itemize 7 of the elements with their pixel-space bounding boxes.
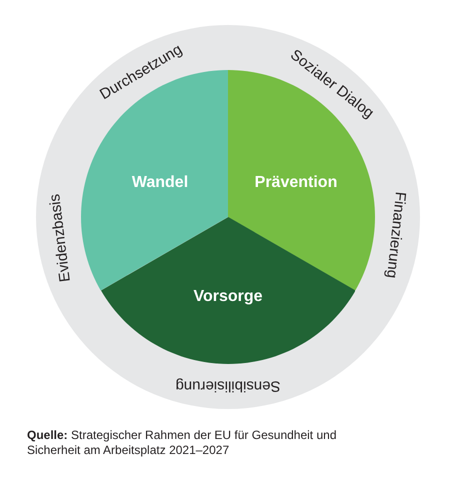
ring-label: Sensibilisierung — [175, 378, 281, 394]
ring-label: Finanzierung — [384, 190, 408, 279]
ring-label: Evidenzbasis — [47, 192, 74, 282]
segment-label: Prävention — [254, 175, 338, 191]
segment-label: Wandel — [132, 175, 188, 191]
segment-label: Vorsorge — [193, 289, 263, 305]
source-caption: Quelle: Strategischer Rahmen der EU für Gesundheit und Sicherheit am Arbeitsplatz 2021–2027 — [27, 428, 338, 458]
